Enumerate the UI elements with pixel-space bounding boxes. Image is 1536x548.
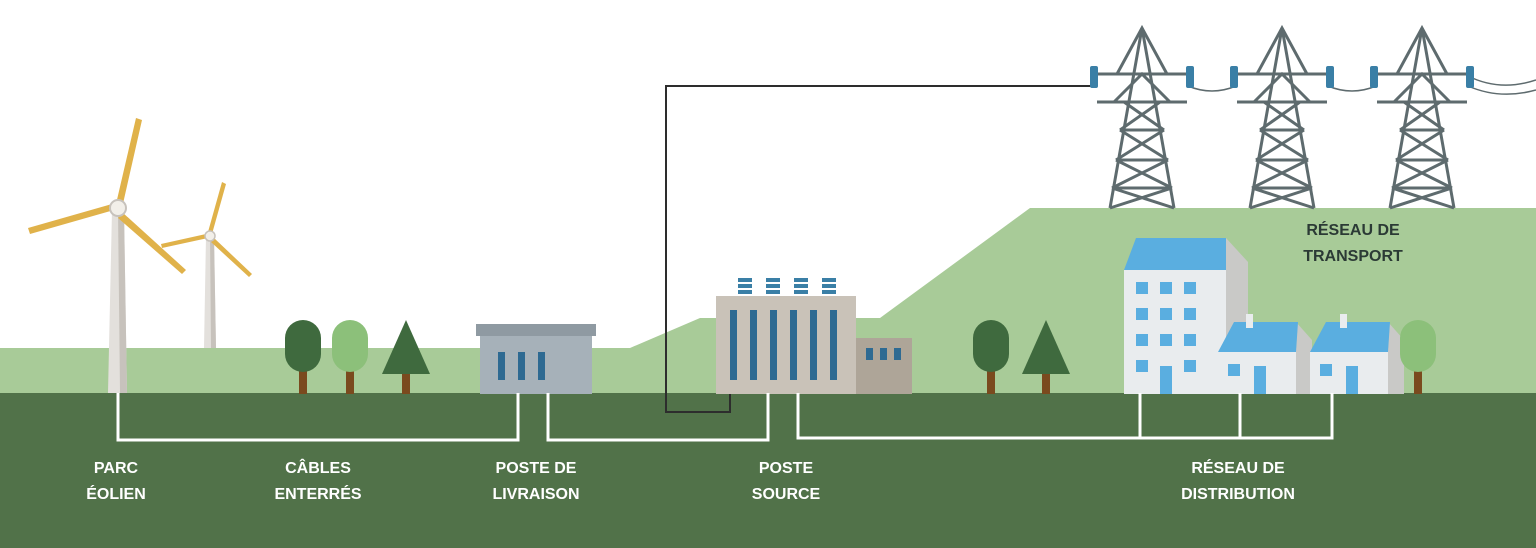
house xyxy=(1310,314,1404,394)
source-substation-building xyxy=(716,278,912,394)
underground-cables xyxy=(116,393,1334,442)
label-buried-cables-line1: CÂBLES xyxy=(285,460,351,477)
label-source-station: POSTE SOURCE xyxy=(716,456,856,508)
label-delivery-station: POSTE DE LIVRAISON xyxy=(466,456,606,508)
house xyxy=(1218,314,1312,394)
label-source-station-line2: SOURCE xyxy=(751,486,821,503)
tree-dark xyxy=(973,320,1009,394)
pylon xyxy=(1370,24,1474,210)
overhead-conductors xyxy=(1187,75,1536,95)
label-wind-farm: PARC ÉOLIEN xyxy=(56,456,176,508)
substation-insulators xyxy=(738,278,836,294)
pylon xyxy=(1090,24,1194,210)
tree-conifer xyxy=(382,320,430,394)
pylon xyxy=(1230,24,1334,210)
tree-conifer xyxy=(1022,320,1070,394)
tree-light xyxy=(1400,320,1436,394)
label-source-station-line1: POSTE xyxy=(758,460,814,477)
label-delivery-station-line1: POSTE DE xyxy=(495,460,577,477)
label-distribution-network: RÉSEAU DE DISTRIBUTION xyxy=(1158,456,1318,508)
delivery-station-building xyxy=(476,324,596,394)
transport-line xyxy=(665,85,1095,413)
label-distribution-network-line1: RÉSEAU DE xyxy=(1191,460,1285,477)
label-transport-network: RÉSEAU DE TRANSPORT xyxy=(1278,218,1428,270)
label-distribution-network-line2: DISTRIBUTION xyxy=(1181,486,1295,503)
wind-turbine-small xyxy=(161,182,252,348)
label-buried-cables-line2: ENTERRÉS xyxy=(274,486,362,503)
wind-turbine-large xyxy=(28,118,186,393)
label-delivery-station-line2: LIVRAISON xyxy=(492,486,580,503)
label-transport-network-line1: RÉSEAU DE xyxy=(1306,222,1400,239)
tree-dark xyxy=(285,320,321,394)
tree-light xyxy=(332,320,368,394)
label-buried-cables: CÂBLES ENTERRÉS xyxy=(250,456,386,508)
apartment-building xyxy=(1124,238,1248,394)
label-wind-farm-line2: ÉOLIEN xyxy=(86,486,146,503)
label-wind-farm-line1: PARC xyxy=(93,460,139,477)
label-transport-network-line2: TRANSPORT xyxy=(1303,248,1403,265)
